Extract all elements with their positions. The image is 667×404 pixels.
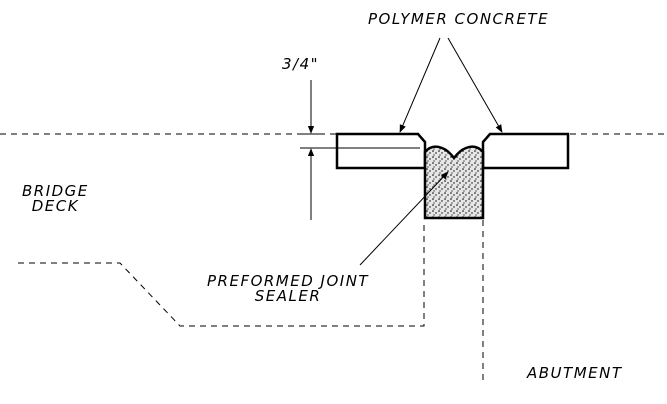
sealer-label-line2: SEALER bbox=[254, 287, 322, 305]
polymer-leader-left bbox=[399, 37, 441, 133]
dimension-label: 3/4" bbox=[282, 55, 320, 73]
polymer-concrete-label: POLYMER CONCRETE bbox=[368, 10, 550, 28]
bridge-deck-dashed-outline bbox=[18, 220, 425, 327]
sealer-label-line1: PREFORMED JOINT bbox=[207, 272, 370, 290]
bridge-deck-label: BRIDGE DECK bbox=[22, 184, 89, 214]
bridge-deck-label-line1: BRIDGE bbox=[22, 182, 89, 200]
polymer-concrete-right-block bbox=[481, 132, 570, 170]
preformed-joint-sealer bbox=[423, 145, 485, 220]
sealer-leader bbox=[359, 171, 449, 266]
polymer-leader-right bbox=[447, 37, 503, 133]
abutment-label: ABUTMENT bbox=[527, 364, 623, 382]
bridge-deck-label-line2: DECK bbox=[31, 197, 80, 215]
preformed-joint-sealer-label: PREFORMED JOINT SEALER bbox=[207, 274, 369, 304]
polymer-concrete-left-block bbox=[335, 132, 427, 170]
